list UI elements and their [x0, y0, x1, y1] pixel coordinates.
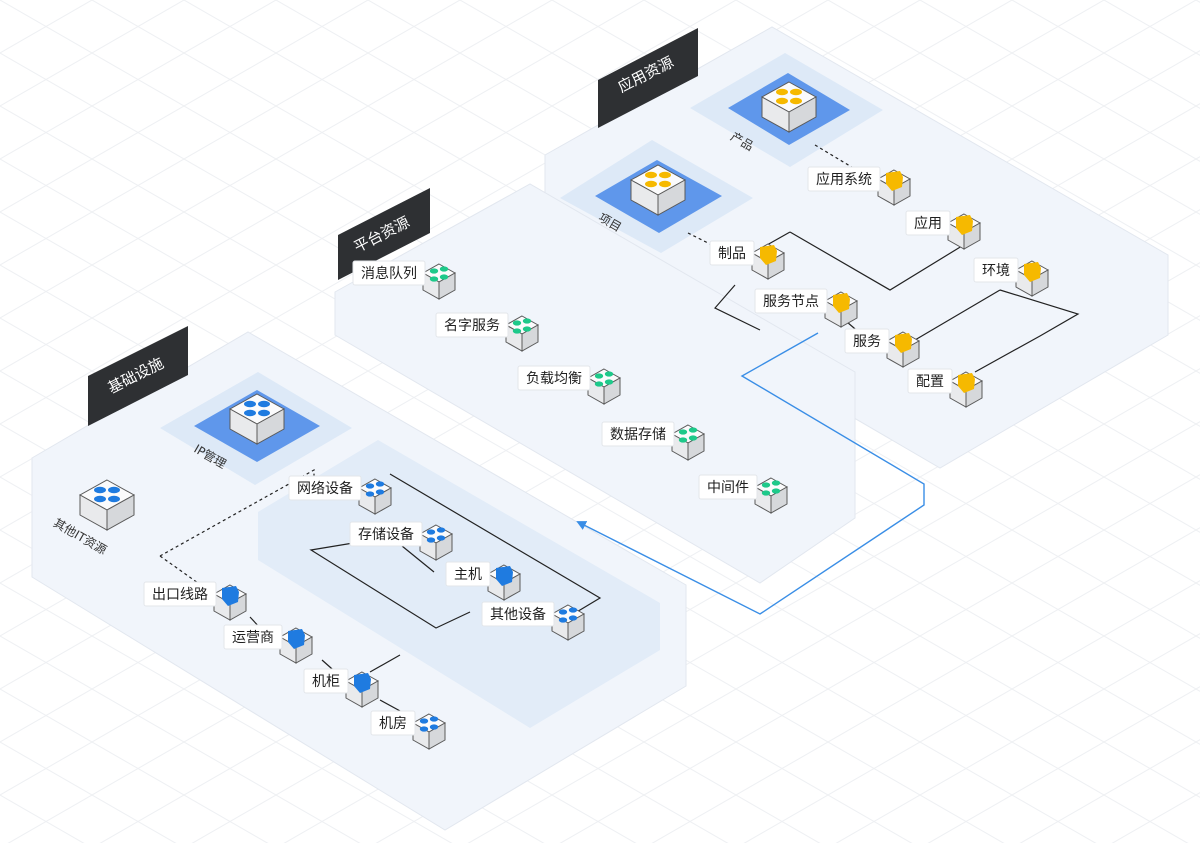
- node-label-box: [907, 368, 953, 394]
- shield-icon: [222, 586, 239, 606]
- node-label: 数据存储: [610, 427, 666, 443]
- blue-cube-icon: [244, 400, 270, 417]
- node-label-box: [844, 328, 890, 354]
- node-label: 应用系统: [816, 171, 872, 188]
- app-node-5[interactable]: 服务: [844, 328, 921, 368]
- node-label-box: [973, 257, 1019, 283]
- shield-icon: [833, 293, 850, 313]
- node-label-box: [288, 475, 362, 501]
- project-cube[interactable]: [630, 164, 686, 216]
- shield-icon: [354, 673, 371, 693]
- node-label-box: [303, 668, 349, 694]
- node-label: 消息队列: [361, 265, 417, 282]
- infra-node-2[interactable]: 主机: [445, 561, 522, 601]
- cluster-icon: [429, 266, 449, 282]
- cluster-icon: [419, 716, 439, 732]
- node-label-box: [698, 474, 758, 500]
- node-label-box: [709, 240, 755, 266]
- platform-node-4[interactable]: 中间件: [698, 474, 789, 514]
- shield-icon: [496, 566, 513, 586]
- node-label: 机房: [379, 716, 407, 732]
- node-label: 网络设备: [297, 480, 353, 497]
- yellow-cube-icon: [776, 88, 802, 105]
- cluster-icon: [558, 607, 578, 623]
- app-node-0[interactable]: 应用系统: [807, 166, 912, 206]
- platform-node-2[interactable]: 负载均衡: [517, 365, 622, 405]
- shield-icon: [956, 215, 973, 235]
- node-label-box: [352, 260, 426, 286]
- app-node-2[interactable]: 环境: [973, 257, 1050, 297]
- infra-node-1[interactable]: 存储设备: [349, 521, 454, 561]
- blue-cube-icon: [94, 486, 120, 503]
- shield-icon: [895, 333, 912, 353]
- node-label-box: [349, 521, 423, 547]
- node-label-box: [223, 624, 283, 650]
- node-label: 制品: [718, 246, 746, 262]
- product-cube[interactable]: [761, 81, 817, 133]
- infra-node-0[interactable]: 网络设备: [288, 475, 393, 515]
- node-label-box: [807, 166, 881, 192]
- flow-arrow: [576, 332, 925, 615]
- cluster-icon: [761, 480, 781, 496]
- node-label-box: [435, 312, 509, 338]
- infra-node-4[interactable]: 出口线路: [143, 581, 248, 621]
- node-label: 主机: [454, 567, 482, 583]
- app-node-3[interactable]: 制品: [709, 240, 786, 280]
- node-label: 配置: [916, 374, 944, 390]
- infra-node-3[interactable]: 其他设备: [481, 601, 586, 641]
- platform-node-1[interactable]: 名字服务: [435, 312, 540, 352]
- node-label-box: [754, 288, 828, 314]
- cluster-icon: [426, 527, 446, 543]
- node-label: 环境: [982, 263, 1010, 279]
- infra-node-5[interactable]: 运营商: [223, 624, 314, 664]
- app-node-1[interactable]: 应用: [905, 210, 982, 250]
- node-label: 负载均衡: [526, 371, 582, 387]
- platform-node-3[interactable]: 数据存储: [601, 421, 706, 461]
- shield-icon: [760, 245, 777, 265]
- shield-icon: [1024, 262, 1041, 282]
- shield-icon: [288, 629, 305, 649]
- shield-icon: [958, 373, 975, 393]
- node-label: 服务: [853, 334, 881, 350]
- node-label-box: [370, 710, 416, 736]
- node-label-box: [481, 601, 555, 627]
- node-label: 机柜: [312, 674, 340, 690]
- cluster-icon: [594, 371, 614, 387]
- node-label-box: [517, 365, 591, 391]
- shield-icon: [886, 171, 903, 191]
- node-label-box: [143, 581, 217, 607]
- app-node-4[interactable]: 服务节点: [754, 288, 859, 328]
- node-label: 名字服务: [444, 318, 500, 334]
- other-res-cube[interactable]: [79, 479, 135, 531]
- infra-node-6[interactable]: 机柜: [303, 668, 380, 708]
- infra-group-tag: 基础设施: [88, 326, 188, 426]
- node-label: 出口线路: [152, 587, 208, 603]
- cluster-icon: [678, 427, 698, 443]
- infra-node-7[interactable]: 机房: [370, 710, 447, 750]
- yellow-cube-icon: [645, 171, 671, 188]
- ip-cube[interactable]: [229, 393, 285, 445]
- node-label-box: [445, 561, 491, 587]
- node-label-box: [601, 421, 675, 447]
- node-label: 运营商: [232, 630, 274, 646]
- node-label: 中间件: [707, 480, 749, 496]
- connectors: [249, 231, 1080, 713]
- node-label-box: [905, 210, 951, 236]
- node-label: 服务节点: [763, 294, 819, 310]
- node-label: 应用: [914, 215, 942, 232]
- node-label: 其他设备: [490, 606, 546, 623]
- app-node-6[interactable]: 配置: [907, 368, 984, 408]
- cluster-icon: [365, 481, 385, 497]
- node-label: 存储设备: [358, 526, 414, 543]
- cluster-icon: [512, 318, 532, 334]
- platform-node-0[interactable]: 消息队列: [352, 260, 457, 300]
